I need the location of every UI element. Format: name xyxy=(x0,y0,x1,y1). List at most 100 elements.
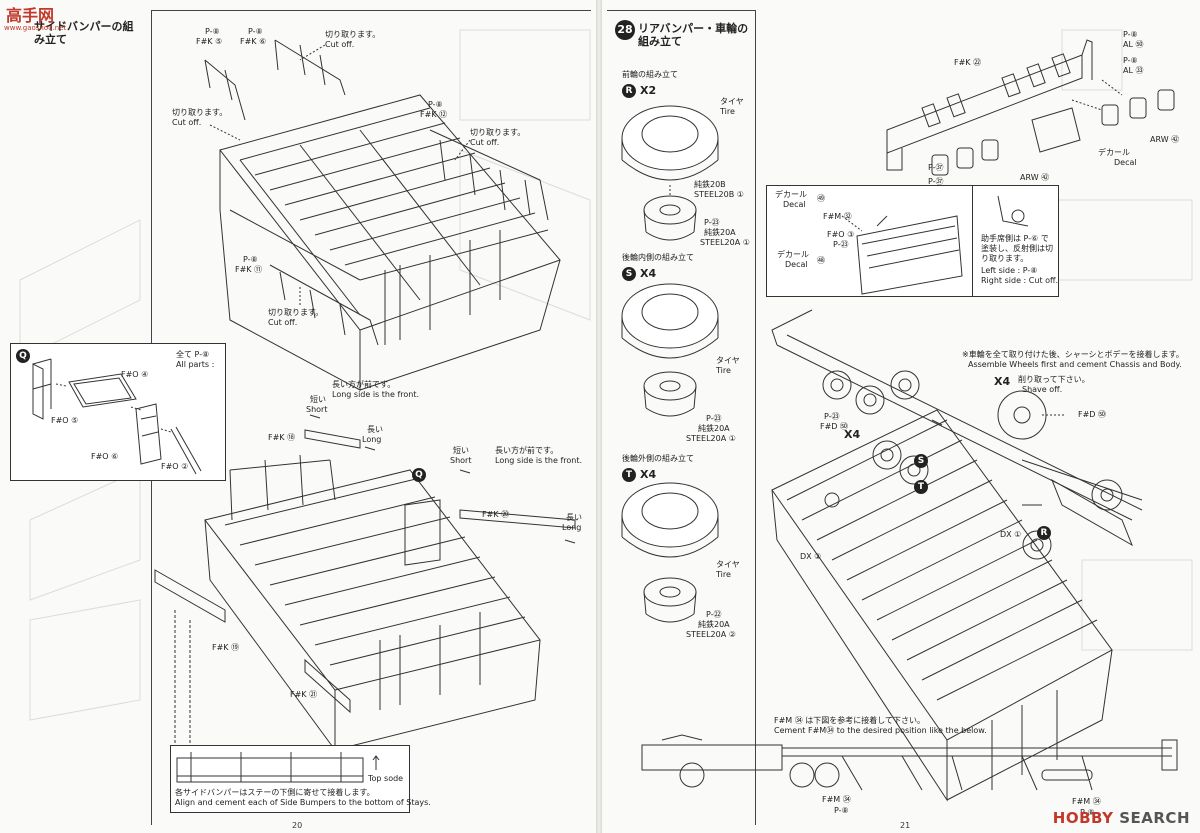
bumper-part-label: ARW ㊷ xyxy=(1020,173,1050,182)
tire-label-jp: タイヤ xyxy=(716,356,740,365)
cut-note-jp: 切り取ります。 xyxy=(325,30,381,39)
hobby-search-mark: HOBBY xyxy=(1052,809,1114,827)
bumper-part-label: F#K ㉒ xyxy=(954,58,982,67)
wheel-group-count: X4 xyxy=(640,267,657,280)
steel-label: 純鉄20A xyxy=(698,620,730,629)
long-en: Long xyxy=(562,523,582,532)
cut-note-en: Cut off. xyxy=(470,138,500,147)
chassis-part-label: DX ① xyxy=(1000,530,1022,539)
bumper-part-label: P-㊲ xyxy=(928,177,944,186)
long-front-jp: 長い方が前です。 xyxy=(495,446,559,455)
cement-note-jp: F#M ㉞ は下図を参考に接着して下さい。 xyxy=(774,716,926,725)
stay-note-en: Align and cement each of Side Bumpers to… xyxy=(175,798,431,807)
rear-light-drawing xyxy=(841,215,963,295)
decal-jp: デカール xyxy=(777,250,809,259)
long-jp: 長い xyxy=(367,425,383,434)
step-number: 28 xyxy=(615,20,635,40)
assemble-note-jp: ※車輪を全て取り付けた後、シャーシとボデーを接着します。 xyxy=(962,350,1184,359)
inset-part-label: P-㉓ xyxy=(833,240,849,249)
decal-jp: デカール xyxy=(1098,148,1130,157)
sub-assembly-q-box: Q 全て P-⑧ All parts : F#O ④ F#O ⑤ F#O ⑥ F… xyxy=(10,343,226,481)
steel-label: STEEL20A ① xyxy=(686,434,736,443)
gaoshou-watermark: 高手网 www.gaoshou.net xyxy=(2,2,78,36)
side-light-left: Left side : P-⑧ xyxy=(981,266,1038,275)
side-light-drawing xyxy=(997,195,1029,227)
bumper-part-label: F#K ⑲ xyxy=(212,643,240,652)
lower-body-drawing xyxy=(154,414,576,760)
wheel-position-badge: R xyxy=(1037,526,1051,540)
part-number: ⑫ xyxy=(439,110,448,119)
gaoshou-url: www.gaoshou.net xyxy=(4,24,67,32)
part-code: F#K xyxy=(235,265,252,274)
bumper-part-label: AL ㉝ xyxy=(1123,66,1144,75)
part-label: F#K ⑫ xyxy=(420,110,447,120)
q-part-label: F#O ⑥ xyxy=(91,452,119,461)
q-part-label: F#O ② xyxy=(161,462,189,471)
long-front-jp: 長い方が前です。 xyxy=(332,380,396,389)
section-heading: リアバンパー・車輪の組み立て xyxy=(638,22,749,48)
part-number: ⑥ xyxy=(259,37,267,46)
steel-label: P-㉒ xyxy=(706,610,722,619)
rear-inner-heading: 後輪内側の組み立て xyxy=(622,253,694,262)
left-page: サイドバンパーの組み立て xyxy=(0,0,596,833)
short-en: Short xyxy=(450,456,472,465)
decal-en: Decal xyxy=(1114,158,1137,167)
bottom-part-label: P-⑧ xyxy=(834,806,849,815)
part-label: F#K ⑥ xyxy=(240,37,266,47)
chassis-part-label: X4 xyxy=(844,428,861,441)
tire-label-jp: タイヤ xyxy=(716,560,740,569)
rear-outer-heading: 後輪外側の組み立て xyxy=(622,454,694,463)
side-light-right: Right side : Cut off. xyxy=(981,276,1059,285)
cement-note-en: Cement F#M㉞ to the desired position like… xyxy=(774,726,987,735)
cut-note-jp: 切り取ります。 xyxy=(268,308,324,317)
cut-note-jp: 切り取ります。 xyxy=(172,108,228,117)
bumper-part-label: AL ㊿ xyxy=(1123,40,1144,49)
top-rule xyxy=(151,10,591,11)
shave-count: X4 xyxy=(994,375,1011,388)
part-ref: P-⑧ xyxy=(243,255,258,264)
side-light-note: 助手席側は P-⑥ で塗装し、反射側は切り取ります。 xyxy=(981,234,1053,263)
decal-en: Decal xyxy=(783,200,806,209)
inset-part-label: F#O ③ xyxy=(827,230,855,239)
part-ref: P-⑧ xyxy=(428,100,443,109)
chassis-part-label: P-㉓ xyxy=(824,412,840,421)
cut-note-en: Cut off. xyxy=(325,40,355,49)
page-number: 21 xyxy=(900,821,911,830)
bumper-detail-drawing xyxy=(176,752,380,783)
inset-part-label: F#M ㉜ xyxy=(823,212,852,221)
bumper-part-label: F#K ㉑ xyxy=(290,690,318,699)
steel-label: STEEL20A ② xyxy=(686,630,736,639)
q-part-label: F#O ④ xyxy=(121,370,149,379)
chassis-part-label: F#D ㊿ xyxy=(820,422,849,431)
side-light-inset-box: 助手席側は P-⑥ で塗装し、反射側は切り取ります。 Left side : P… xyxy=(972,185,1059,297)
bottom-part-label: F#M ㉞ xyxy=(822,795,851,804)
part-code: F#K xyxy=(420,110,437,119)
part-code: F#K xyxy=(240,37,257,46)
tire-label-jp: タイヤ xyxy=(720,97,744,106)
part-number: ⑤ xyxy=(215,37,223,46)
long-en: Long xyxy=(362,435,382,444)
steel-label: STEEL20B ① xyxy=(694,190,744,199)
cut-note-jp: 切り取ります。 xyxy=(470,128,526,137)
bumper-part-label: P-⑧ xyxy=(1123,56,1138,65)
sub-assembly-badge: Q xyxy=(16,349,30,363)
short-jp: 短い xyxy=(310,395,326,404)
part-ref: P-⑧ xyxy=(205,27,220,36)
all-parts-en: All parts : xyxy=(176,360,215,369)
wheel-position-badge: T xyxy=(914,480,928,494)
upper-body-drawing xyxy=(204,39,561,391)
steel-label: P-㉓ xyxy=(706,414,722,423)
top-rule xyxy=(607,10,755,11)
steel-label: P-㉓ xyxy=(704,218,720,227)
page-number: 20 xyxy=(292,821,303,830)
wheel-group-badge: S xyxy=(622,267,636,281)
wheel-position-badge: S xyxy=(914,454,928,468)
part-label: F#K ⑤ xyxy=(196,37,222,47)
sub-assembly-badge: Q xyxy=(412,468,426,482)
wheel-group-badge: R xyxy=(622,84,636,98)
q-part-label: F#O ⑤ xyxy=(51,416,79,425)
q-parts-drawing xyxy=(32,358,202,475)
rear-bumper-drawing xyxy=(886,39,1175,176)
bumper-part-label: F#K ⑳ xyxy=(482,510,510,519)
